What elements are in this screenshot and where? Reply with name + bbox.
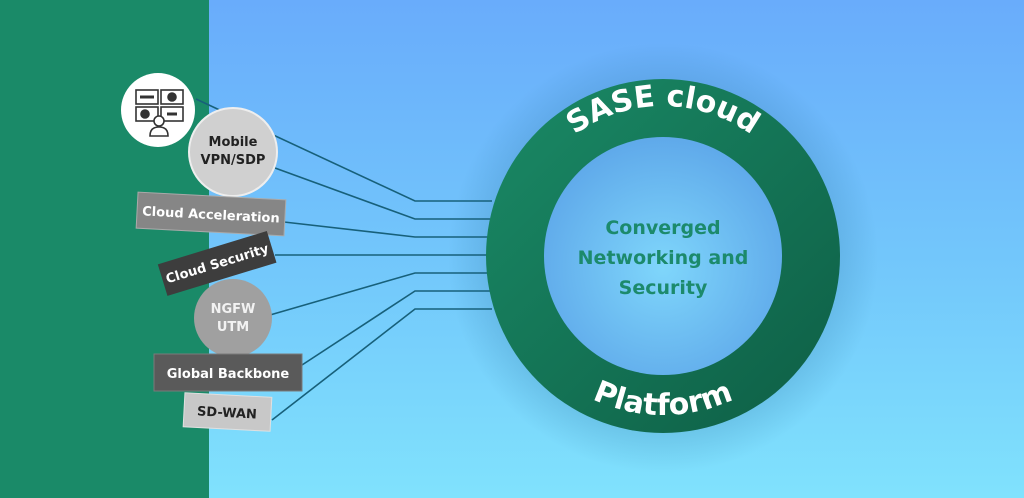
center-line-3: Security (619, 277, 708, 299)
connector-global-backbone (301, 290, 490, 366)
connector-ngfw (269, 272, 488, 316)
remote-user-node (121, 73, 195, 147)
svg-text:Global Backbone: Global Backbone (167, 367, 290, 382)
connector-lines (195, 98, 492, 421)
component-ngfw: NGFW UTM (194, 279, 272, 357)
svg-text:Mobile: Mobile (209, 135, 258, 150)
center-line-1: Converged (605, 217, 720, 239)
svg-text:UTM: UTM (217, 320, 249, 335)
component-mobile: Mobile VPN/SDP (188, 107, 278, 197)
component-global-backbone: Global Backbone (153, 353, 303, 392)
component-cloud-acceleration: Cloud Acceleration (135, 191, 287, 237)
center-line-2: Networking and (578, 247, 749, 269)
connector-sd-wan (271, 308, 492, 421)
ring-inner (544, 137, 782, 375)
svg-text:Cloud Acceleration: Cloud Acceleration (142, 204, 280, 226)
ring-center-text: Converged Networking and Security (578, 217, 749, 299)
remote-user-dashboard-icon (135, 89, 184, 137)
svg-text:SD-WAN: SD-WAN (197, 404, 258, 422)
svg-text:NGFW: NGFW (211, 302, 256, 317)
svg-text:VPN/SDP: VPN/SDP (201, 153, 266, 168)
connector-mobile (274, 167, 490, 220)
connector-cloud-acceleration (283, 221, 488, 238)
component-sd-wan: SD-WAN (182, 392, 273, 432)
